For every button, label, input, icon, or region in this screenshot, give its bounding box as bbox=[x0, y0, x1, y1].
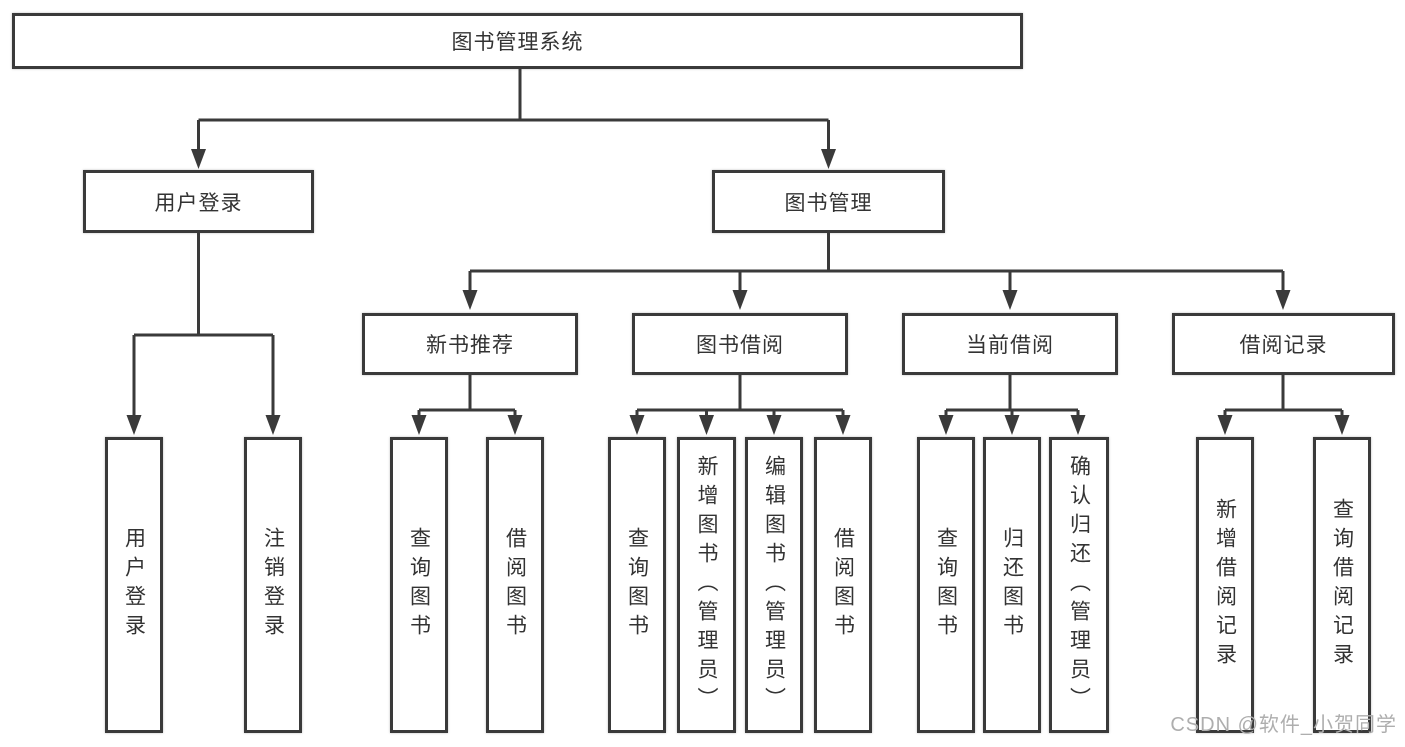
node-library-system: 图书管理系统 bbox=[12, 13, 1023, 69]
watermark: CSDN @软件_小贺同学 bbox=[1170, 714, 1397, 736]
node-leaf-logout: 注销登录 bbox=[244, 437, 302, 733]
node-leaf-borrow-query-books: 查询图书 bbox=[608, 437, 666, 733]
node-book-management: 图书管理 bbox=[712, 170, 945, 233]
node-leaf-add-borrow-record: 新增借阅记录 bbox=[1196, 437, 1254, 733]
node-leaf-recommend-query-books: 查询图书 bbox=[390, 437, 448, 733]
node-leaf-return-books: 归还图书 bbox=[983, 437, 1041, 733]
node-leaf-confirm-return-admin: 确认归还（管理员） bbox=[1049, 437, 1109, 733]
node-current-borrow: 当前借阅 bbox=[902, 313, 1118, 375]
node-new-book-recommend: 新书推荐 bbox=[362, 313, 578, 375]
node-book-borrow: 图书借阅 bbox=[632, 313, 848, 375]
node-leaf-user-login: 用户登录 bbox=[105, 437, 163, 733]
node-leaf-edit-book-admin: 编辑图书（管理员） bbox=[745, 437, 803, 733]
arrowheads bbox=[126, 149, 1350, 435]
node-user-login: 用户登录 bbox=[83, 170, 314, 233]
node-leaf-add-book-admin: 新增图书（管理员） bbox=[677, 437, 736, 733]
node-leaf-query-borrow-record: 查询借阅记录 bbox=[1313, 437, 1371, 733]
node-borrow-records: 借阅记录 bbox=[1172, 313, 1395, 375]
node-leaf-borrow-borrow-books: 借阅图书 bbox=[814, 437, 872, 733]
node-leaf-current-query-books: 查询图书 bbox=[917, 437, 975, 733]
node-leaf-recommend-borrow-books: 借阅图书 bbox=[486, 437, 544, 733]
